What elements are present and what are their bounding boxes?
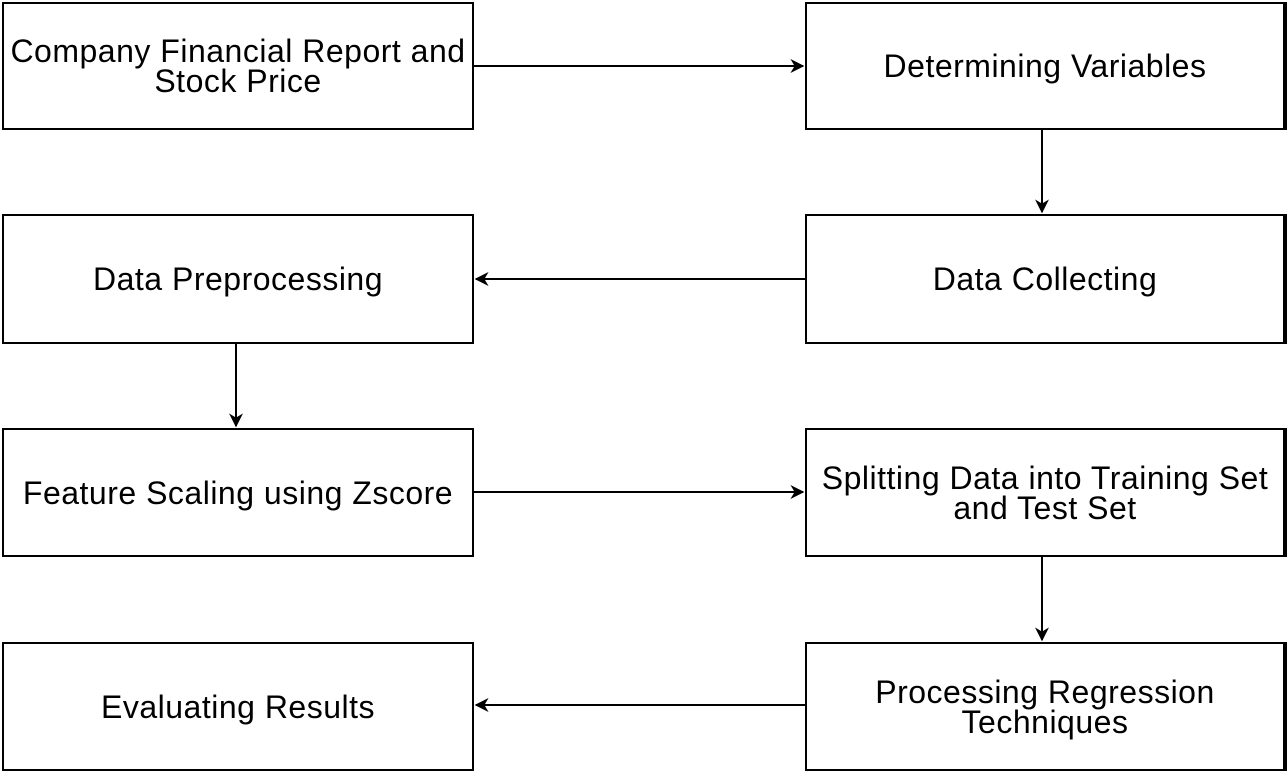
node-financial-report: Company Financial Report and Stock Price [2,2,474,130]
node-evaluating-results: Evaluating Results [2,642,474,771]
node-label: Feature Scaling using Zscore [22,474,454,511]
node-determining-variables: Determining Variables [805,2,1287,130]
node-label: Data Collecting [932,261,1158,297]
node-data-collecting: Data Collecting [805,214,1287,344]
node-data-preprocessing: Data Preprocessing [2,214,474,344]
node-feature-scaling: Feature Scaling using Zscore [2,428,474,557]
node-label: Determining Variables [883,48,1207,84]
node-label: Splitting Data into Training Set and Tes… [821,459,1269,526]
node-processing-regression: Processing Regression Techniques [805,642,1287,771]
node-label: Evaluating Results [100,688,376,725]
node-label: Processing Regression Techniques [875,673,1215,740]
node-splitting-data: Splitting Data into Training Set and Tes… [805,428,1287,557]
node-label: Company Financial Report and Stock Price [10,33,466,99]
node-label: Data Preprocessing [92,261,384,297]
